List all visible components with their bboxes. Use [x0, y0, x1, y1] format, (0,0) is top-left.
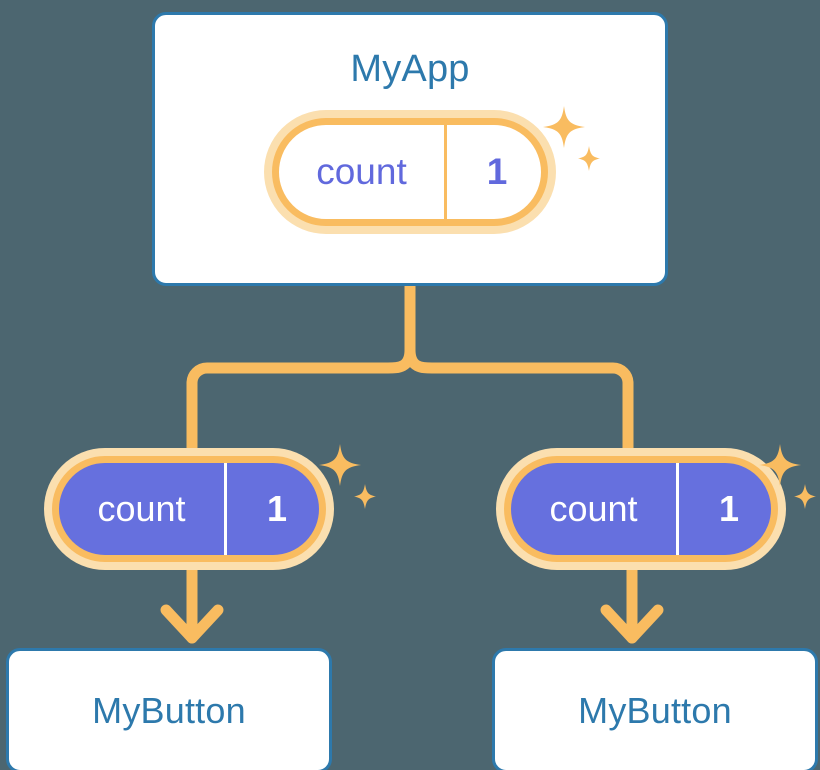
- button-component-card-right[interactable]: MyButton: [492, 648, 818, 770]
- button-component-card-left[interactable]: MyButton: [6, 648, 332, 770]
- button-component-title-left: MyButton: [92, 689, 246, 731]
- app-component-title: MyApp: [350, 48, 470, 90]
- app-state-pill[interactable]: count 1: [264, 110, 556, 234]
- child-state-value-left: 1: [266, 488, 288, 529]
- arrow-down-icon-left: [160, 562, 224, 644]
- app-state-pill-inner: count 1: [272, 118, 548, 226]
- child-state-pill-right-inner: count 1: [504, 456, 778, 562]
- child-state-value-right: 1: [718, 488, 740, 529]
- child-state-key-left: count: [59, 463, 227, 555]
- diagram-title: State propagation from MyApp to MyButton…: [0, 21, 1, 22]
- child-state-key-right: count: [511, 463, 679, 555]
- child-state-pill-left[interactable]: count 1: [44, 448, 334, 570]
- child-state-pill-left-inner: count 1: [52, 456, 326, 562]
- arrow-down-icon-right: [600, 562, 664, 644]
- button-component-title-right: MyButton: [578, 689, 732, 731]
- app-state-key: count: [279, 125, 447, 219]
- tree-branch-connector: [186, 280, 634, 458]
- app-state-value: 1: [486, 151, 508, 192]
- child-state-pill-right[interactable]: count 1: [496, 448, 786, 570]
